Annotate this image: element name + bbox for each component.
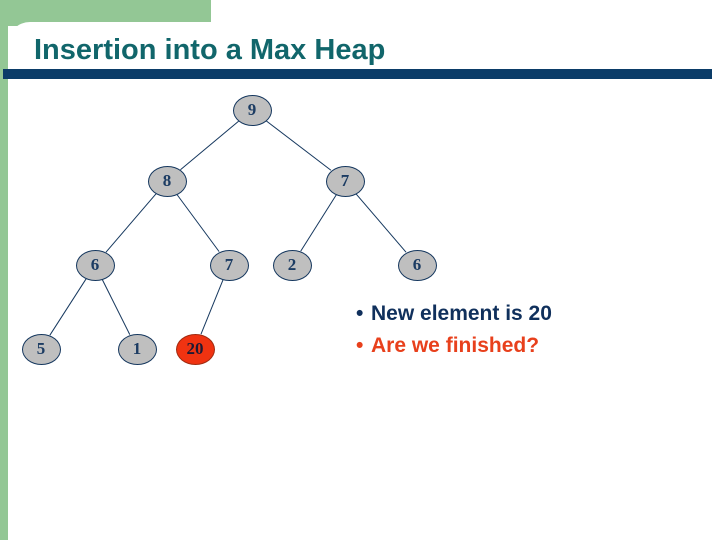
tree-edge-6-to-1	[101, 279, 131, 335]
green-accent-band	[0, 0, 211, 26]
bullet-item: • Are we finished?	[356, 330, 706, 362]
tree-node-1: 1	[117, 333, 157, 365]
title-underline-rule	[3, 69, 712, 79]
tree-node-label: 2	[287, 255, 297, 274]
heap-tree-diagram: 9 8 7 6 7 2 6 5 1 20	[0, 79, 720, 409]
green-left-strip	[0, 0, 8, 540]
tree-node-6: 6	[397, 249, 437, 281]
tree-node-6: 6	[75, 249, 115, 281]
page-title: Insertion into a Max Heap	[34, 34, 386, 66]
tree-node-9: 9	[232, 94, 272, 126]
tree-edge-7-to-20	[200, 279, 224, 335]
tree-node-label: 1	[132, 339, 142, 358]
tree-node-2: 2	[272, 249, 312, 281]
tree-edge-9-to-7	[265, 120, 332, 171]
bullet-text: New element is 20	[371, 302, 552, 325]
tree-edge-9-to-8	[180, 120, 239, 171]
tree-node-label: 6	[90, 255, 100, 274]
tree-node-label: 5	[36, 339, 46, 358]
tree-node-7: 7	[325, 165, 365, 197]
tree-node-7: 7	[209, 249, 249, 281]
tree-node-label: 9	[247, 100, 257, 119]
tree-node-label: 7	[340, 171, 350, 190]
slide-white-panel	[8, 22, 720, 540]
bullet-marker-icon: •	[356, 334, 364, 357]
tree-edges-layer	[49, 120, 407, 336]
bullet-marker-icon: •	[356, 302, 364, 325]
bullet-item: • New element is 20	[356, 298, 706, 330]
tree-node-label: 6	[412, 255, 422, 274]
tree-node-label: 8	[162, 171, 172, 190]
tree-edge-7-to-2	[300, 194, 337, 252]
bullet-text: Are we finished?	[371, 334, 540, 357]
tree-node-8: 8	[147, 165, 187, 197]
tree-node-label: 20	[186, 339, 204, 358]
tree-edge-8-to-6	[105, 193, 157, 253]
tree-edge-7-to-6	[355, 193, 407, 253]
tree-node-20-new: 20	[175, 333, 215, 365]
tree-edge-6-to-5	[49, 278, 87, 336]
bullet-list: • New element is 20 • Are we finished?	[356, 298, 706, 362]
tree-edge-8-to-7	[176, 194, 220, 252]
tree-node-5: 5	[21, 333, 61, 365]
tree-node-label: 7	[224, 255, 234, 274]
